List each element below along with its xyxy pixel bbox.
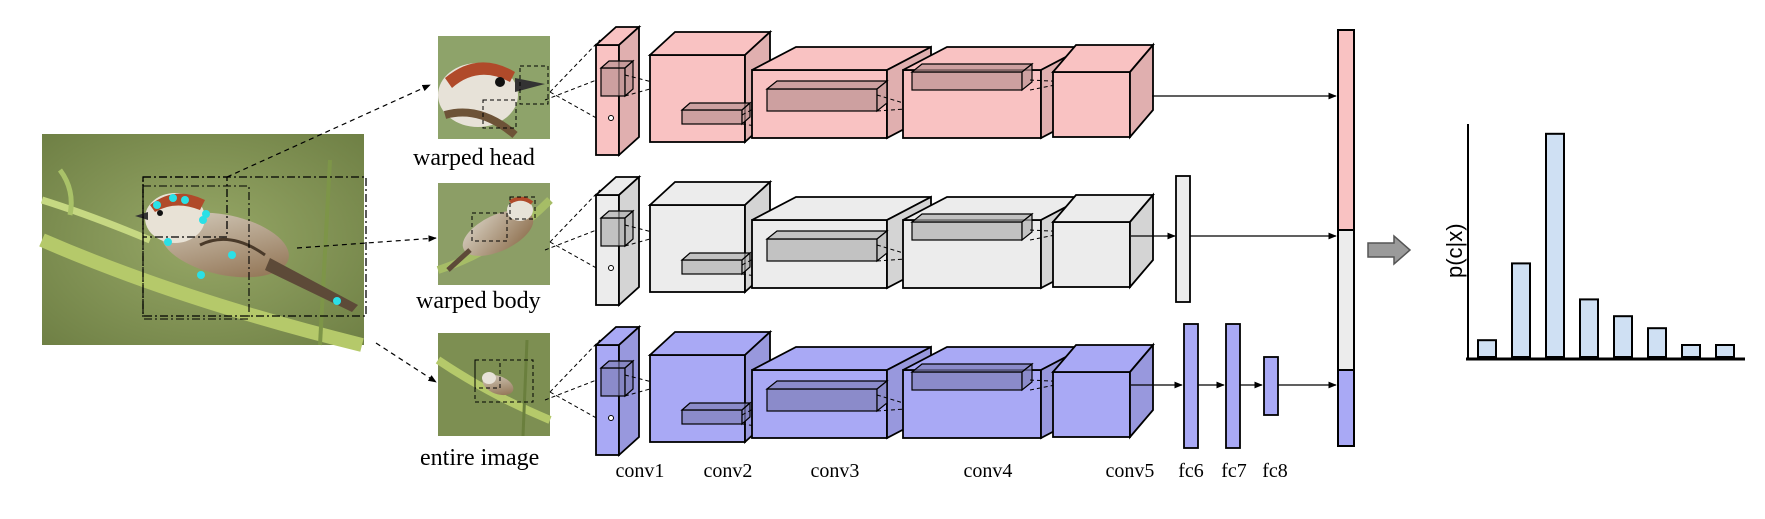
body-feature-segment bbox=[1337, 229, 1355, 371]
image-conv2-front bbox=[649, 354, 746, 443]
image-fc6 bbox=[1183, 323, 1199, 449]
body-conv2-kernel-front bbox=[681, 259, 743, 275]
hist-bar-8 bbox=[1715, 344, 1735, 358]
image-conv2-kernel-front bbox=[681, 409, 743, 425]
fc7-label: fc7 bbox=[1221, 460, 1247, 482]
image-conv3-kernel-top bbox=[765, 380, 889, 390]
body-conv4-kernel-side bbox=[1021, 212, 1033, 242]
conv2-label: conv2 bbox=[704, 460, 753, 482]
head-conv4-kernel-side bbox=[1021, 62, 1033, 92]
body-crop-thumbnail bbox=[436, 183, 553, 285]
body-conv1-kernel-front bbox=[600, 217, 626, 247]
conv1-label: conv1 bbox=[616, 460, 665, 482]
entire-image-crop-thumbnail bbox=[435, 333, 552, 437]
body-conv1-kernel-side bbox=[624, 209, 634, 248]
head-conv5-side bbox=[1129, 42, 1154, 140]
conv3-label: conv3 bbox=[811, 460, 860, 482]
head-conv4-kernel-top bbox=[910, 63, 1034, 73]
image-conv1-kernel-front bbox=[600, 367, 626, 397]
body-conv3-kernel-top bbox=[765, 230, 889, 240]
cnn-streams bbox=[544, 24, 1337, 458]
hist-bar-1 bbox=[1477, 339, 1497, 359]
layer-labels: conv1 conv2 conv3 conv4 conv5 fc6 fc7 fc… bbox=[616, 460, 1288, 482]
image-conv4-kernel-front bbox=[911, 371, 1023, 391]
image-conv3-kernel-side bbox=[876, 379, 888, 413]
head-conv5-front bbox=[1052, 71, 1131, 138]
hist-bars bbox=[1477, 132, 1735, 359]
body-in-line-1 bbox=[549, 189, 601, 243]
conv4-label: conv4 bbox=[964, 460, 1013, 482]
head-in-line-1 bbox=[549, 39, 601, 93]
fc6-label: fc6 bbox=[1178, 460, 1204, 482]
body-c1-dot bbox=[608, 265, 614, 271]
hist-bar-6 bbox=[1647, 327, 1667, 359]
image-conv1-kernel-side bbox=[624, 359, 634, 398]
head-conv3-kernel-front bbox=[766, 88, 878, 112]
body-conv3-kernel-side bbox=[876, 229, 888, 263]
hist-bar-4 bbox=[1579, 298, 1599, 358]
head-conv3-kernel-top bbox=[765, 80, 889, 90]
image-conv4-kernel-side bbox=[1021, 362, 1033, 392]
head-c1-dot bbox=[608, 115, 614, 121]
probability-axis-label: p(c|x) bbox=[1442, 223, 1467, 278]
conv5-label: conv5 bbox=[1106, 460, 1155, 482]
concatenated-feature-vector bbox=[1337, 29, 1355, 447]
body-conv2-kernel-top bbox=[680, 252, 752, 261]
to-classifier-arrow bbox=[1367, 234, 1412, 266]
warped-head-label: warped head bbox=[413, 145, 535, 171]
image-in-line-2 bbox=[549, 391, 601, 421]
body-conv4-kernel-top bbox=[910, 213, 1034, 223]
head-conv2-front bbox=[649, 54, 746, 143]
image-c1-dot bbox=[608, 415, 614, 421]
head-crop-thumbnail bbox=[438, 36, 550, 139]
hist-bar-2 bbox=[1511, 262, 1531, 358]
head-conv2-kernel-front bbox=[681, 109, 743, 125]
image-conv3-kernel-front bbox=[766, 388, 878, 412]
head-conv2-kernel-side bbox=[741, 101, 751, 126]
image-conv2-kernel-top bbox=[680, 402, 752, 411]
entire-image-label: entire image bbox=[420, 445, 539, 471]
head-conv3-kernel-side bbox=[876, 79, 888, 113]
image-conv5-side bbox=[1129, 342, 1154, 440]
image-conv4-kernel-top bbox=[910, 363, 1034, 373]
image-conv2-kernel-side bbox=[741, 401, 751, 426]
image-fc7 bbox=[1225, 323, 1241, 449]
image-in-line-1 bbox=[549, 339, 601, 393]
hist-bar-5 bbox=[1613, 315, 1633, 359]
source-to-crops-arrows bbox=[226, 84, 437, 383]
head-conv1-kernel-front bbox=[600, 67, 626, 97]
hist-bar-7 bbox=[1681, 344, 1701, 358]
body-conv5-side bbox=[1129, 192, 1154, 290]
body-conv5-front bbox=[1052, 221, 1131, 288]
image-fc8 bbox=[1263, 356, 1279, 416]
body-in-line-2 bbox=[549, 241, 601, 271]
hist-bar-3 bbox=[1545, 132, 1565, 358]
warped-body-label: warped body bbox=[416, 288, 541, 314]
head-conv4-kernel-front bbox=[911, 71, 1023, 91]
body-conv2-kernel-side bbox=[741, 251, 751, 276]
fc8-label: fc8 bbox=[1262, 460, 1288, 482]
body-conv4-kernel-front bbox=[911, 221, 1023, 241]
head-conv1-kernel-side bbox=[624, 59, 634, 98]
head-conv2-kernel-top bbox=[680, 102, 752, 111]
image-feature-segment bbox=[1337, 369, 1355, 447]
head-in-line-2 bbox=[549, 91, 601, 121]
body-conv3-kernel-front bbox=[766, 238, 878, 262]
source-bird-image bbox=[39, 134, 367, 352]
body-fc6 bbox=[1175, 175, 1191, 303]
class-probability-histogram: p(c|x) bbox=[1442, 124, 1745, 361]
image-conv5-front bbox=[1052, 371, 1131, 438]
body-conv2-front bbox=[649, 204, 746, 293]
head-feature-segment bbox=[1337, 29, 1355, 231]
